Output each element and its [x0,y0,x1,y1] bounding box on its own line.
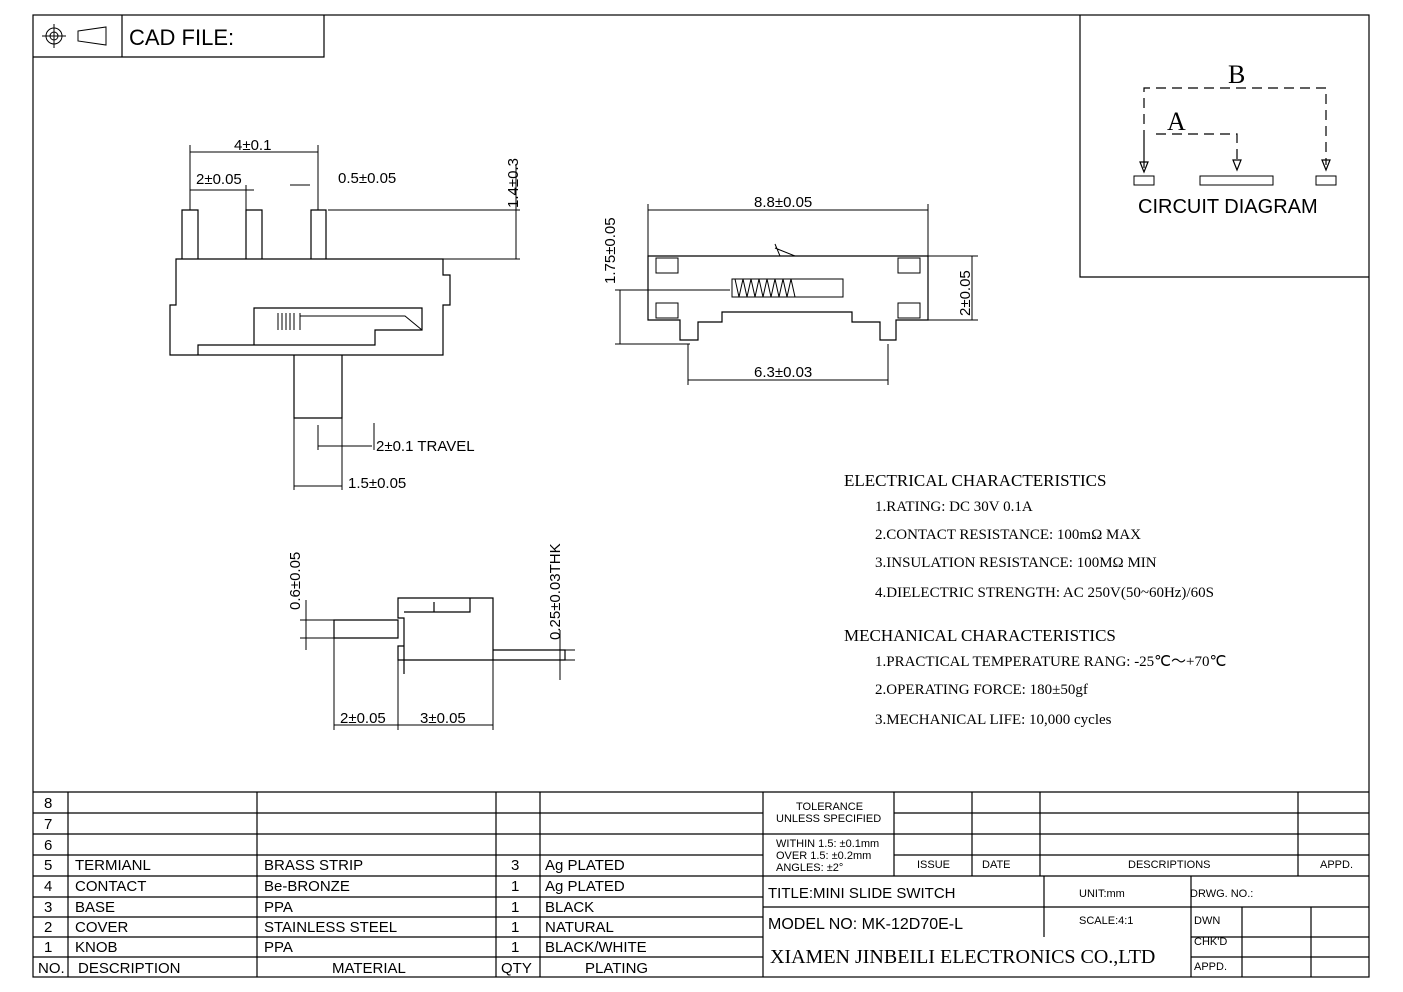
drawing-number: DRWG. NO.: [1190,888,1253,900]
dim-0.5: 0.5±0.05 [338,170,396,187]
bom-header-no: NO. [38,960,65,977]
date-header: DATE [982,859,1011,871]
front-view: 4±0.1 2±0.05 0.5±0.05 1.4±0.3 2±0.1 TRAV… [169,137,522,492]
bom-desc: CONTACT [75,878,146,895]
tolerance-angles: ANGLES: ±2° [776,862,843,874]
bom-header-qty: QTY [501,960,532,977]
bom-qty: 1 [511,899,519,916]
bom-desc: KNOB [75,939,118,956]
tolerance-label: TOLERANCE [796,801,863,813]
bom-no: 1 [44,939,52,956]
bom-row: 5 TERMIANL BRASS STRIP 3 Ag PLATED [44,857,625,874]
title-block: TOLERANCE UNLESS SPECIFIED WITHIN 1.5: ±… [763,792,1369,977]
model-number: MODEL NO: MK-12D70E-L [768,916,963,933]
tolerance-within: WITHIN 1.5: ±0.1mm [776,838,879,850]
dim-1.75: 1.75±0.05 [602,217,619,284]
dim-2-side: 2±0.05 [957,270,974,316]
checked-by: CHK'D [1194,936,1227,948]
bom-no: 7 [44,816,52,833]
drawing-border [32,14,1370,978]
bom-desc: TERMIANL [75,857,151,874]
company-name: XIAMEN JINBEILI ELECTRONICS CO.,LTD [770,946,1155,968]
label-b: B [1228,60,1245,89]
bom-no: 8 [44,795,52,812]
bom-qty: 3 [511,857,519,874]
bom-no: 4 [44,878,52,895]
bom-qty: 1 [511,919,519,936]
tolerance-over: OVER 1.5: ±0.2mm [776,850,871,862]
bom-material: Be-BRONZE [264,878,350,895]
bom-no: 5 [44,857,52,874]
mechanical-item: 2.OPERATING FORCE: 180±50gf [875,682,1088,698]
dim-2: 2±0.05 [196,171,242,188]
bom-qty: 1 [511,878,519,895]
tolerance-label: UNLESS SPECIFIED [776,813,881,825]
mechanical-title: MECHANICAL CHARACTERISTICS [844,626,1116,645]
bom-desc: COVER [75,919,129,936]
mechanical-characteristics: MECHANICAL CHARACTERISTICS 1.PRACTICAL T… [844,626,1226,728]
electrical-item: 4.DIELECTRIC STRENGTH: AC 250V(50~60Hz)/… [875,585,1214,601]
approved-by: APPD. [1194,961,1227,973]
dim-thk: 0.25±0.03THK [547,543,564,640]
bom-material: PPA [264,939,293,956]
top-view: 8.8±0.05 1.75±0.05 2±0.05 6.3±0.03 [602,194,978,385]
appd-header: APPD. [1320,859,1353,871]
bom-plating: BLACK/WHITE [545,939,647,956]
dim-3: 3±0.05 [420,710,466,727]
bom-header-desc: DESCRIPTION [78,960,181,977]
bom-row: 1 KNOB PPA 1 BLACK/WHITE [44,939,647,956]
dim-4: 4±0.1 [234,137,271,154]
electrical-title: ELECTRICAL CHARACTERISTICS [844,471,1106,490]
bom-material: STAINLESS STEEL [264,919,397,936]
header-box: CAD FILE: [33,15,325,58]
dim-6.3: 6.3±0.03 [754,364,812,381]
dim-2-bottom: 2±0.05 [340,710,386,727]
bom-no: 6 [44,837,52,854]
bom-table: 8 7 6 5 TERMIANL BRASS STRIP 3 Ag PLATED 4 CON… [33,791,1369,977]
dim-travel: 2±0.1 TRAVEL [376,438,475,455]
drawing-title: TITLE:MINI SLIDE SWITCH [768,885,956,902]
bom-no: 2 [44,919,52,936]
descriptions-header: DESCRIPTIONS [1128,859,1211,871]
circuit-title: CIRCUIT DIAGRAM [1138,196,1318,218]
bom-row: 3 BASE PPA 1 BLACK [44,899,594,916]
dim-1.5: 1.5±0.05 [348,475,406,492]
bom-qty: 1 [511,939,519,956]
projection-symbol-icon [42,24,107,48]
bom-no: 3 [44,899,52,916]
electrical-item: 3.INSULATION RESISTANCE: 100MΩ MIN [875,555,1157,571]
cad-file-label: CAD FILE: [129,25,234,50]
side-view: 0.6±0.05 0.25±0.03THK 2±0.05 3±0.05 [287,543,575,730]
drawn-by: DWN [1194,915,1220,927]
bom-plating: NATURAL [545,919,614,936]
unit: UNIT:mm [1079,888,1125,900]
bom-material: BRASS STRIP [264,857,363,874]
dim-1.4: 1.4±0.3 [505,158,522,208]
bom-row: 2 COVER STAINLESS STEEL 1 NATURAL [44,919,614,936]
label-a: A [1167,107,1186,136]
bom-plating: Ag PLATED [545,857,625,874]
electrical-item: 2.CONTACT RESISTANCE: 100mΩ MAX [875,527,1141,543]
bom-plating: Ag PLATED [545,878,625,895]
bom-desc: BASE [75,899,115,916]
dim-0.6: 0.6±0.05 [287,552,304,610]
bom-header-material: MATERIAL [332,960,406,977]
bom-row: 4 CONTACT Be-BRONZE 1 Ag PLATED [44,878,625,895]
electrical-item: 1.RATING: DC 30V 0.1A [875,499,1033,515]
issue-header: ISSUE [917,859,950,871]
mechanical-item: 1.PRACTICAL TEMPERATURE RANG: -25℃～+70℃ [875,654,1226,670]
circuit-diagram: B A CIRCUIT DIAGRAM [1079,15,1369,278]
dim-8.8: 8.8±0.05 [754,194,812,211]
bom-plating: BLACK [545,899,594,916]
electrical-characteristics: ELECTRICAL CHARACTERISTICS 1.RATING: DC … [844,471,1214,601]
bom-material: PPA [264,899,293,916]
bom-header-plating: PLATING [585,960,648,977]
mechanical-item: 3.MECHANICAL LIFE: 10,000 cycles [875,712,1112,728]
scale: SCALE:4:1 [1079,915,1133,927]
